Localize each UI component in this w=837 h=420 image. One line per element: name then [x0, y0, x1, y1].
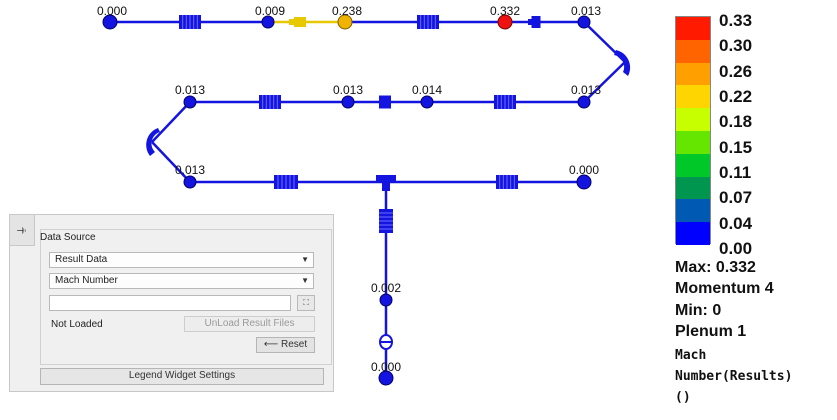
node-value-label: 0.013 — [175, 163, 205, 177]
max-location: Momentum 4 — [675, 280, 774, 297]
reset-button[interactable]: ⟵ Reset — [256, 337, 315, 353]
junction-node — [576, 174, 592, 190]
junction-node — [341, 95, 355, 109]
result-file-input[interactable] — [49, 295, 291, 311]
color-bar-segment — [676, 17, 710, 41]
compliance-element — [494, 95, 516, 109]
legend-widget-settings-button[interactable]: Legend Widget Settings — [40, 368, 324, 385]
legend-level-label: 0.30 — [719, 36, 753, 56]
color-bar-segment — [676, 131, 710, 155]
chevron-down-icon: ▼ — [301, 276, 309, 285]
junction-node — [102, 14, 118, 30]
result-source-select[interactable]: Result Data ▼ — [49, 252, 314, 268]
quantity-unit: () — [675, 390, 691, 405]
legend-level-label: 0.18 — [719, 112, 753, 132]
color-bar-segment — [676, 153, 710, 178]
compliance-element — [274, 175, 298, 189]
color-bar-segment — [676, 108, 710, 132]
momentum-block — [379, 95, 391, 109]
node-value-label: 0.002 — [371, 281, 401, 295]
junction-node — [337, 14, 353, 30]
browse-button[interactable]: ⛶ — [297, 295, 315, 311]
compliance-element — [179, 15, 201, 29]
compliance-element — [417, 15, 439, 29]
junction-node — [577, 15, 591, 29]
quantity-label: Mach — [675, 348, 707, 363]
node-value-label: 0.000 — [97, 4, 127, 18]
node-value-label: 0.238 — [332, 4, 362, 18]
quantity-select[interactable]: Mach Number ▼ — [49, 273, 314, 289]
load-status: Not Loaded — [51, 319, 103, 330]
pipe-segment — [583, 61, 626, 103]
color-bar-segment — [676, 222, 710, 246]
junction-node — [577, 95, 591, 109]
node-value-label: 0.013 — [175, 83, 205, 97]
result-source-value: Result Data — [55, 254, 108, 265]
browse-icon: ⛶ — [303, 298, 309, 307]
bend-element — [614, 50, 631, 76]
node-value-label: 0.013 — [333, 83, 363, 97]
node-value-label: 0.000 — [371, 360, 401, 374]
node-value-label: 0.013 — [571, 4, 601, 18]
panel-tab[interactable]: ⏚ — [10, 215, 35, 246]
plug-icon: ⏚ — [17, 225, 29, 236]
pipe-segment — [151, 141, 191, 183]
legend-level-label: 0.33 — [719, 11, 753, 30]
bend-element — [146, 128, 160, 156]
legend-level-label: 0.15 — [719, 137, 753, 157]
legend-level-label: 0.26 — [719, 61, 753, 81]
max-label: Max: 0.332 — [675, 259, 756, 276]
legend-level-label: 0.22 — [719, 87, 753, 106]
pipe-segment — [151, 101, 191, 143]
node-value-label: 0.014 — [412, 83, 442, 97]
color-bar-segment — [676, 199, 710, 223]
chevron-down-icon: ▼ — [301, 255, 309, 264]
quantity-label-2: Number(Results) — [675, 369, 793, 384]
node-value-label: 0.013 — [571, 83, 601, 97]
node-value-label: 0.332 — [490, 4, 520, 18]
momentum-block — [289, 19, 295, 25]
color-bar-segment — [676, 62, 710, 86]
reset-icon: ⟵ — [263, 339, 279, 350]
legend-level-label: 0.07 — [719, 188, 753, 208]
legend-level-label: 0.11 — [719, 163, 752, 182]
quantity-value: Mach Number — [55, 275, 118, 286]
color-bar-segment — [676, 176, 710, 200]
momentum-block — [376, 175, 396, 183]
legend-level-label: 0.04 — [719, 213, 753, 233]
compliance-element — [496, 175, 518, 189]
color-bar-segment — [676, 39, 710, 64]
legend-level-label: 0.00 — [719, 239, 753, 258]
momentum-block — [531, 16, 541, 28]
data-source-title: Data Source — [40, 232, 96, 243]
data-source-panel: ⏚ Data Source Result Data ▼ Mach Number … — [9, 214, 334, 392]
momentum-block — [528, 19, 532, 25]
momentum-block — [382, 181, 390, 191]
node-value-label: 0.000 — [569, 163, 599, 177]
compliance-element — [379, 209, 393, 233]
momentum-block — [294, 17, 306, 27]
color-bar-segment — [676, 85, 710, 109]
junction-node — [379, 293, 393, 307]
min-label: Min: 0 — [675, 302, 722, 319]
reset-label: Reset — [281, 339, 308, 350]
unload-results-button[interactable]: UnLoad Result Files — [184, 316, 315, 332]
junction-node — [378, 370, 394, 386]
min-location: Plenum 1 — [675, 323, 747, 340]
compliance-element — [259, 95, 281, 109]
junction-node — [420, 95, 434, 109]
color-bar — [675, 16, 711, 246]
junction-node — [497, 14, 513, 30]
color-legend: 0.33 0.30 0.26 0.22 0.18 0.15 0.11 0.07 0.04 0.00… — [675, 12, 835, 420]
junction-node — [183, 175, 197, 189]
node-value-label: 0.009 — [255, 4, 285, 18]
junction-node — [183, 95, 197, 109]
junction-node — [261, 15, 275, 29]
